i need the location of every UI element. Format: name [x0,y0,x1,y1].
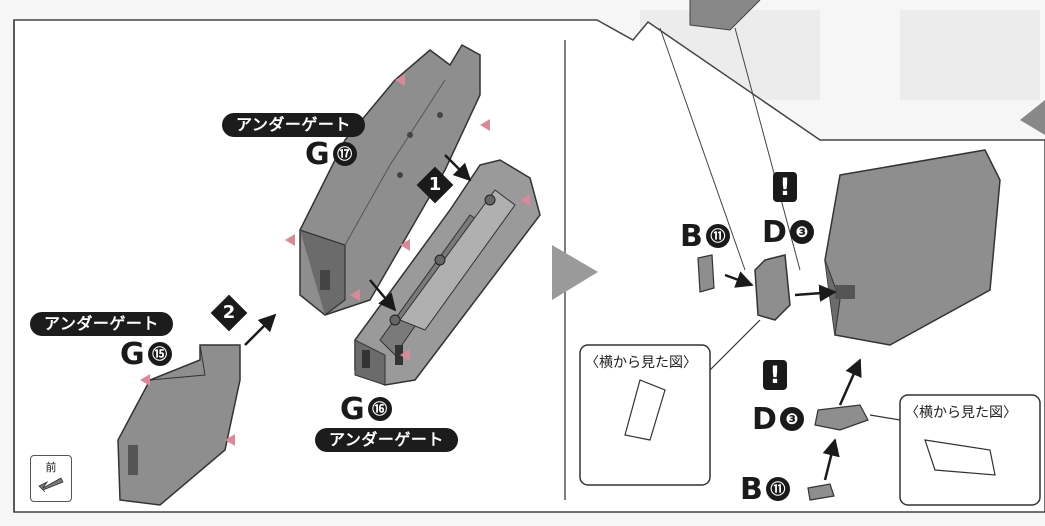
part-number-g15: ⑮ [147,341,172,366]
next-step-arrow [552,245,598,300]
part-letter-g17: G [305,137,330,172]
front-arrow-icon [38,477,64,493]
step-1-number: 1 [428,174,442,195]
part-letter-d3-bottom: D [752,402,777,437]
part-number-g17: ⑰ [332,141,357,166]
front-indicator: 前 [30,455,72,502]
part-number-g16: ⑯ [367,396,392,421]
part-g16-shape [354,159,541,386]
warning-icon-bottom: ! [763,360,787,390]
step-1-badge: 1 [416,166,454,204]
gate-tag-g16: アンダーゲート [315,428,458,452]
part-number-b11-top: ⑪ [705,223,730,248]
instruction-panel [13,19,1045,513]
front-label: 前 [45,461,57,474]
part-d3-top-shape [754,254,791,321]
side-view-label-2: 〈横から見た図〉 [905,405,1017,421]
part-letter-g16: G [340,392,365,427]
gate-tag-g17: アンダーゲート [222,113,365,137]
part-number-d3-bottom: ❸ [779,406,804,431]
part-b11-top-shape [697,254,715,293]
part-letter-g15: G [120,337,145,372]
part-g17-shape [299,43,481,316]
part-number-d3-top: ❸ [789,219,814,244]
side-view-label-1: 〈横から見た図〉 [585,355,697,371]
part-letter-d3-top: D [762,215,787,250]
warning-icon-top: ! [773,172,797,202]
part-d3-bottom-shape [814,404,869,431]
part-number-b11-bottom: ⑪ [765,476,790,501]
step-2-badge: 2 [210,294,248,332]
part-b11-bottom-shape [807,483,835,501]
step-2-number: 2 [222,302,236,323]
part-letter-b11-bottom: B [740,472,763,507]
gate-tag-g15: アンダーゲート [30,312,173,336]
part-letter-b11-top: B [680,219,703,254]
